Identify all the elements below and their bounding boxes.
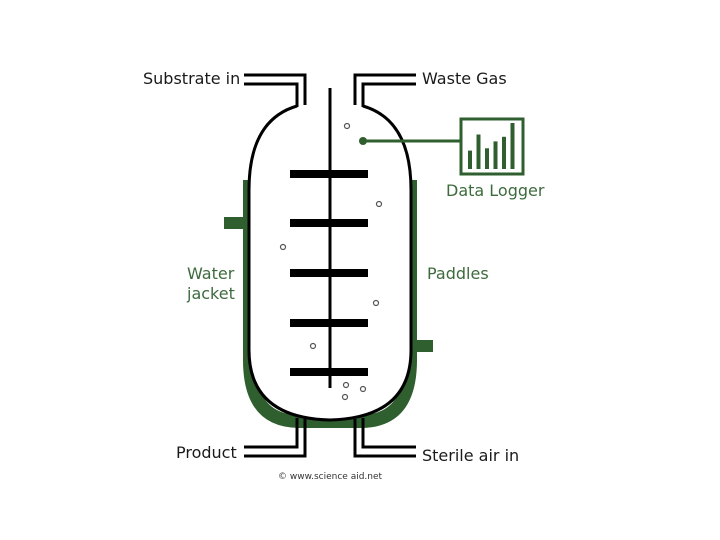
logger-bar [502,136,506,169]
logger-bar [510,123,515,169]
credit-text: © www.science aid.net [278,472,383,482]
paddle [290,319,368,327]
paddle [290,170,368,178]
paddle [290,219,368,227]
jacket-inlet [224,217,246,229]
substrate-in-label: Substrate in [143,69,241,88]
sterile-air-pipe [353,418,416,458]
water-label: Water [187,264,235,283]
logger-bar [485,148,489,169]
jacket-outlet [414,340,433,352]
product-pipe [244,418,307,458]
data-logger-label: Data Logger [446,181,545,200]
bubble [343,122,351,130]
bubble [309,342,317,350]
paddles [290,170,368,376]
waste-gas-pipe [353,73,416,107]
waste-gas-label: Waste Gas [422,69,507,88]
bar-chart-icon [468,123,515,169]
sterile-air-in-label: Sterile air in [422,446,520,465]
paddle [290,269,368,277]
bubble [359,385,367,393]
air-bubbles [279,122,383,401]
logger-bar [468,150,472,169]
bubble [375,200,383,208]
paddle [290,368,368,376]
bubble [341,393,349,401]
logger-bar [476,134,481,169]
bubble [372,299,380,307]
bubble [279,243,287,251]
substrate-in-pipe [244,73,307,107]
bubble [342,381,350,389]
water-jacket [243,180,417,428]
paddles-label: Paddles [427,264,489,283]
logger-bar [493,141,498,169]
product-label: Product [176,443,237,462]
jacket-label: jacket [187,284,235,303]
